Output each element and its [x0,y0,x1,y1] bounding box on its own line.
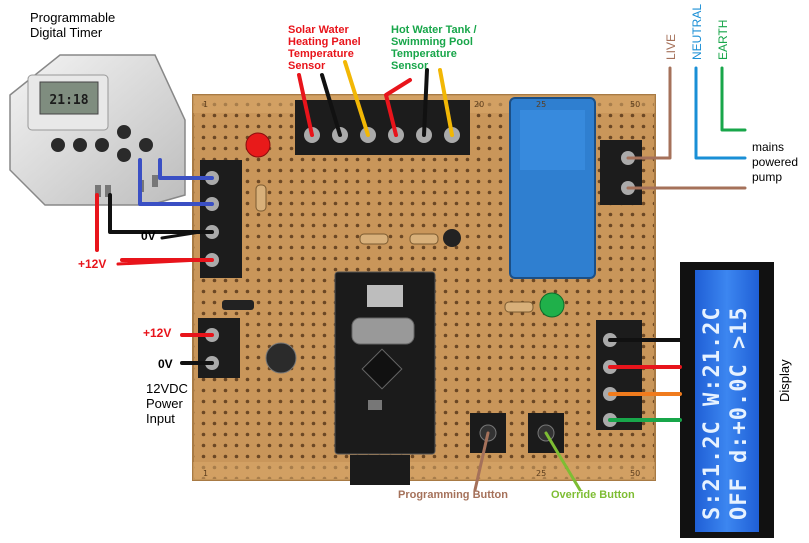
svg-text:25: 25 [536,100,546,109]
solar-sensor-line-2: Heating Panel [288,36,361,48]
neutral-label: NEUTRAL [690,3,704,60]
svg-text:50: 50 [630,100,640,109]
terminal-block-display [596,320,642,430]
override-button-label: Override Button [551,489,635,501]
svg-text:20: 20 [474,100,484,109]
digital-timer [9,54,186,206]
transistor [443,229,461,247]
mains-line-1: mains [752,140,785,154]
timer-screen-text: 21:18 [49,93,88,108]
hot-sensor-line-1: Hot Water Tank / [391,24,477,36]
hot-sensor-line-4: Sensor [391,60,429,72]
timer-label-line-2: Digital Timer [30,25,103,40]
lcd-display [680,262,774,538]
hot-sensor-line-2: Swimming Pool [391,36,473,48]
timer-12v-label: +12V [78,257,107,271]
power-input-label: 12VDC Power Input [146,381,188,426]
power-input-line-2: Power [146,396,183,411]
svg-text:1: 1 [203,469,208,478]
red-led [245,132,271,158]
diode [222,300,254,310]
svg-text:1: 1 [203,100,208,109]
lcd-line-2: OFF d:+0.0C >15 [727,306,752,520]
display-label: Display [777,359,792,402]
lcd-line-1: S:21.2C W:21.2C [700,306,725,520]
mains-pump-label: mains powered pump [752,140,798,185]
mains-line-3: pump [752,170,783,184]
svg-text:50: 50 [630,469,640,478]
mains-line-2: powered [752,155,799,169]
arduino-nano [334,271,436,485]
solar-sensor-line-1: Solar Water [288,24,349,36]
timer-label: Programmable Digital Timer [30,10,115,40]
resistor-2 [359,233,389,245]
live-label: LIVE [664,33,678,60]
timer-label-line-1: Programmable [30,10,116,25]
wires [95,60,747,492]
power-input-line-3: Input [146,411,175,426]
green-led [539,292,565,318]
power-input-line-1: 12VDC [146,381,188,396]
solar-sensor-label: Solar Water Heating Panel Temperature Se… [288,24,361,72]
capacitor [265,342,297,374]
hot-sensor-line-3: Temperature [391,48,457,60]
resistor-4 [504,301,534,313]
solar-sensor-line-3: Temperature [288,48,354,60]
hot-water-sensor-label: Hot Water Tank / Swimming Pool Temperatu… [391,24,477,72]
power-12v-label: +12V [143,326,172,340]
terminal-block-mains [600,140,642,205]
programming-button-label: Programming Button [398,489,508,501]
timer-0v-label: 0V [141,229,156,243]
relay [509,97,596,279]
board-markings: 1 20 25 50 1 25 50 [203,100,640,478]
resistor-1 [255,184,267,212]
terminal-block-sensors [295,100,470,155]
power-0v-label: 0V [158,357,173,371]
earth-label: EARTH [716,19,730,60]
label-pointers [116,230,202,266]
resistor-3 [409,233,439,245]
svg-text:25: 25 [536,469,546,478]
terminal-block-power [198,318,240,378]
solar-sensor-line-4: Sensor [288,60,326,72]
